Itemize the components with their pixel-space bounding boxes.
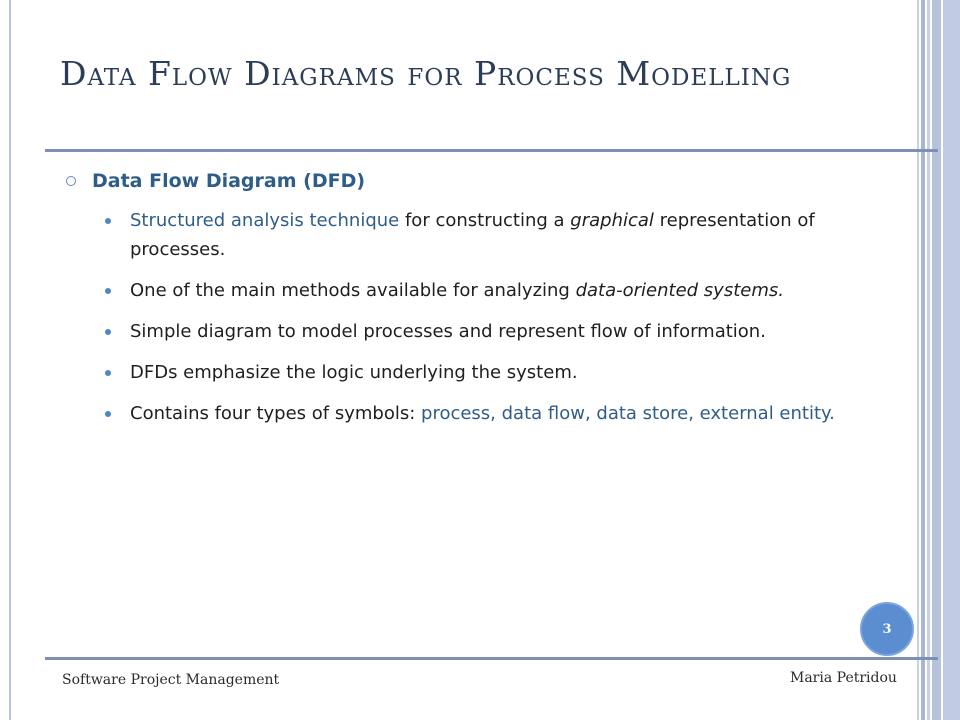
bullet-item: Simple diagram to model processes and re… [60,317,840,346]
stripe [917,0,919,720]
stripe [927,0,930,720]
bullet-text: One of the main methods available for an… [130,280,576,301]
footer-author: Maria Petridou [790,670,897,686]
dot-bullet-icon [105,411,111,417]
heading-item: Data Flow Diagram (DFD) [60,162,840,200]
dot-bullet-icon [105,329,111,335]
footer-divider [45,657,938,660]
stripe [921,0,925,720]
bullet-text: Simple diagram to model processes and re… [130,321,766,342]
footer-course: Software Project Management [62,672,280,688]
bullet-item: Contains four types of symbols: process,… [60,399,840,428]
stripe [932,0,941,720]
bullet-highlight: Structured analysis technique [130,210,400,231]
bullet-item: Structured analysis technique for constr… [60,206,840,264]
title-divider [45,149,938,152]
bullet-text: DFDs emphasize the logic underlying the … [130,362,578,383]
bullet-italic: graphical [570,210,654,231]
dot-bullet-icon [105,288,111,294]
dot-bullet-icon [105,218,111,224]
slide-content: Data Flow Diagram (DFD) Structured analy… [60,162,840,440]
heading-text: Data Flow Diagram (DFD) [92,170,366,192]
bullet-item: DFDs emphasize the logic underlying the … [60,358,840,387]
ring-bullet-icon [66,176,76,186]
right-decorative-stripes [917,0,960,720]
bullet-italic: data-oriented systems. [575,280,784,301]
bullet-highlight: process, data flow, data store, external… [421,403,835,424]
dot-bullet-icon [105,370,111,376]
left-border-line [9,0,11,720]
bullet-text: representation of processes. [130,210,815,260]
bullet-list: Structured analysis technique for constr… [60,206,840,428]
page-number-badge: 3 [860,602,914,656]
bullet-text: Contains four types of symbols: [130,403,422,424]
stripe [943,0,960,720]
slide-title: Data Flow Diagrams for Process Modelling [60,54,792,93]
bullet-text: for constructing a [399,210,571,231]
bullet-item: One of the main methods available for an… [60,276,840,305]
